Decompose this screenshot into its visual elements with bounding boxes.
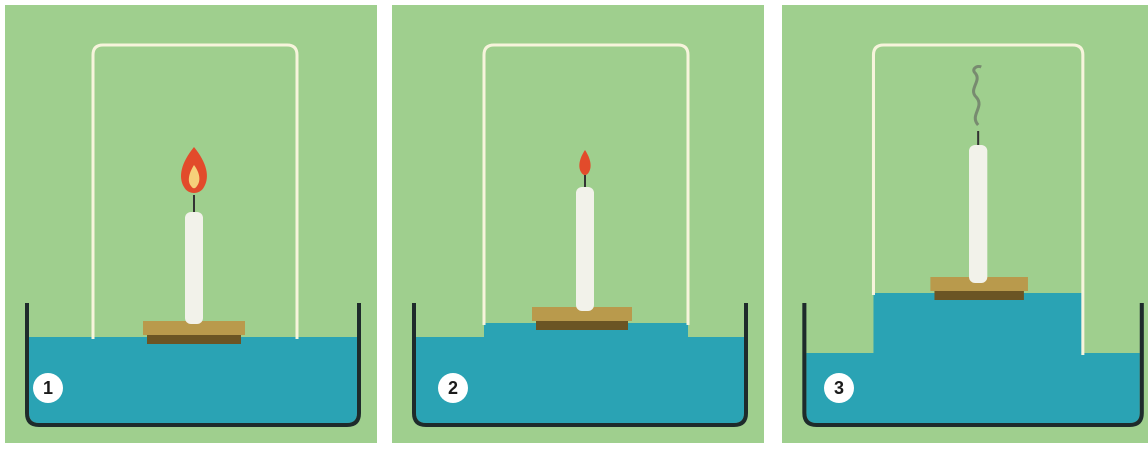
panel-1: 1 [5,5,377,443]
flame-icon [579,150,591,175]
panel-1-illustration [5,5,377,443]
candle-icon [969,145,988,283]
cork-float [930,277,1028,300]
cork-float [143,321,245,344]
step-badge-2: 2 [438,373,468,403]
step-badge-1: 1 [33,373,63,403]
step-badge-3: 3 [824,373,854,403]
bell-jar-icon [482,43,690,325]
panel-3: 3 [782,5,1148,443]
water-trough-icon [412,303,748,427]
cork-float [532,307,632,330]
panel-2-illustration [392,5,764,443]
candle-icon [185,212,203,324]
water-trough-icon [802,293,1144,427]
panel-2: 2 [392,5,764,443]
candle-icon [576,187,594,311]
smoke-icon [972,65,982,127]
bell-jar-icon [871,43,1085,355]
bell-jar-icon [91,43,299,339]
panel-3-illustration [782,5,1148,443]
water-trough-icon [25,303,361,427]
